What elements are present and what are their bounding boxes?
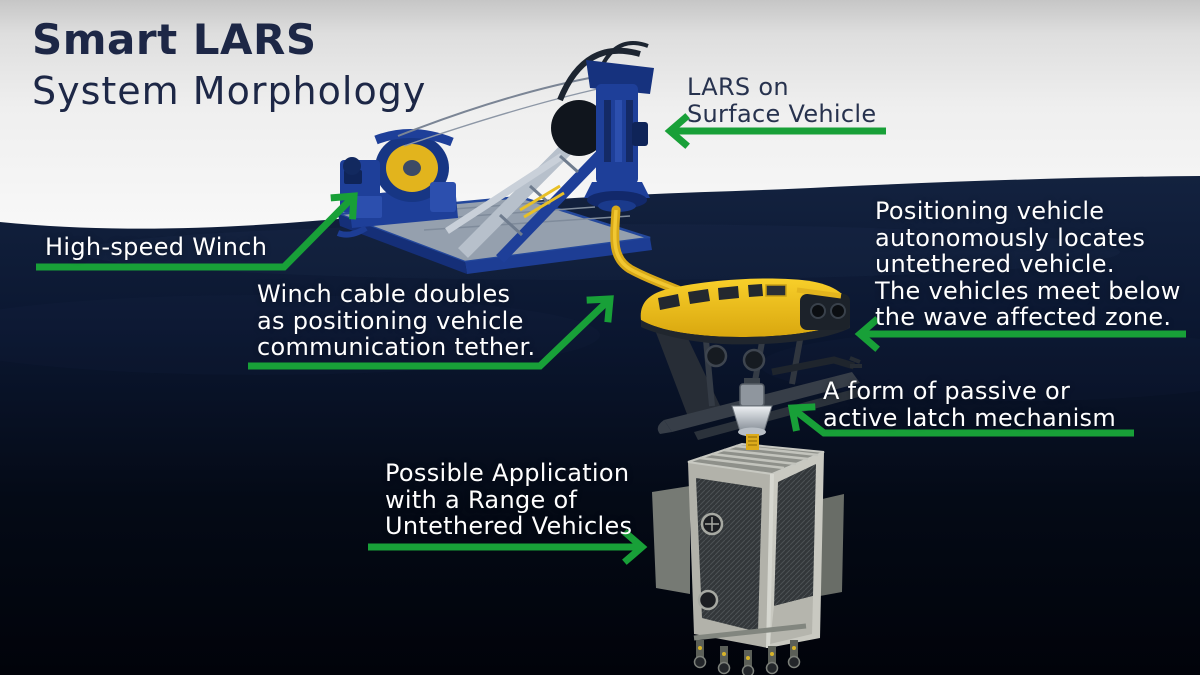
rov-illustration bbox=[640, 278, 862, 450]
label-latch-mechanism: A form of passive or active latch mechan… bbox=[823, 377, 1117, 432]
ocean-background bbox=[0, 176, 1200, 675]
latch-mechanism-illustration bbox=[731, 378, 773, 450]
tether-cable bbox=[610, 205, 683, 295]
page-title: Smart LARS System Morphology bbox=[32, 15, 427, 114]
label-possible-application: Possible Application with a Range of Unt… bbox=[385, 459, 633, 540]
water-streak bbox=[0, 295, 600, 375]
arrow-high-speed-winch bbox=[36, 192, 358, 271]
thruster-cluster bbox=[693, 640, 801, 675]
label-positioning-vehicle: Positioning vehicle autonomously locates… bbox=[875, 197, 1181, 331]
annotation-arrows bbox=[36, 113, 1186, 565]
label-high-speed-winch: High-speed Winch bbox=[45, 233, 268, 261]
arrow-winch-cable bbox=[248, 295, 614, 370]
winch-illustration bbox=[336, 128, 458, 238]
docking-head-illustration bbox=[551, 41, 654, 212]
title-line-primary: Smart LARS bbox=[32, 15, 317, 64]
arrow-latch-mechanism bbox=[787, 403, 1134, 437]
label-winch-cable: Winch cable doubles as positioning vehic… bbox=[257, 280, 536, 361]
payload-container-illustration bbox=[652, 442, 844, 675]
lars-crane-illustration bbox=[336, 41, 654, 274]
title-line-secondary: System Morphology bbox=[32, 69, 427, 114]
label-lars-on-surface: LARS on Surface Vehicle bbox=[687, 73, 877, 128]
